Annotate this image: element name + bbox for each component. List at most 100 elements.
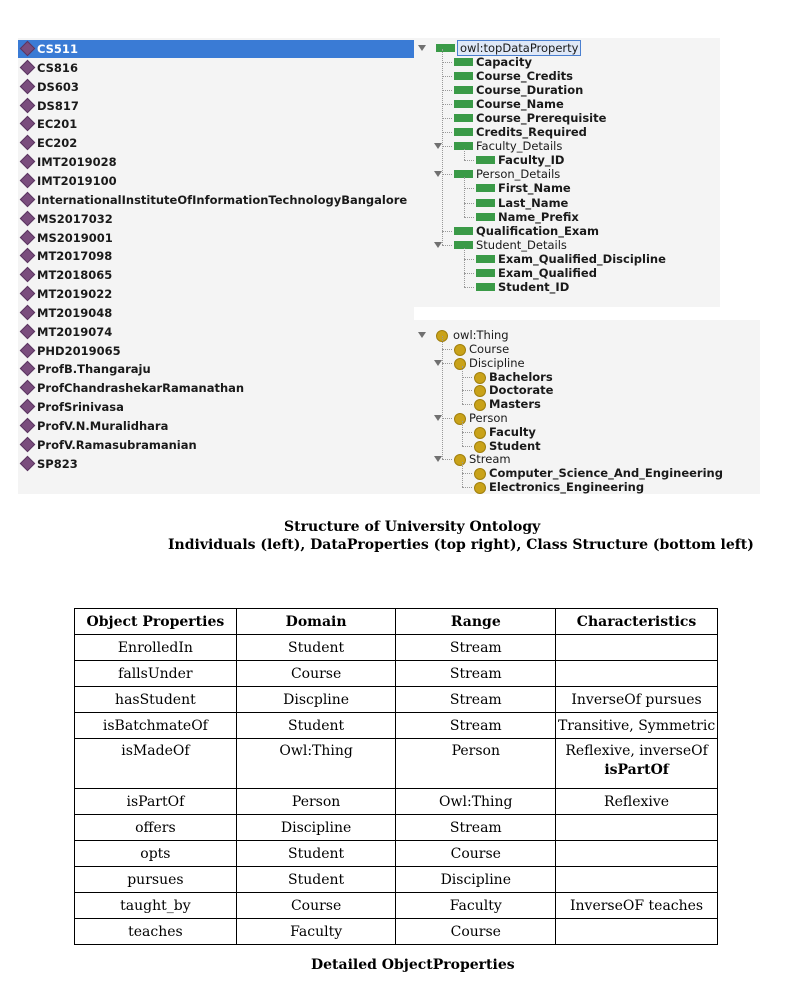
data-property-icon (454, 58, 473, 66)
cell-text: Faculty (449, 897, 502, 914)
expand-triangle-icon[interactable] (418, 45, 426, 51)
cell-text-bold: isPartOf (604, 762, 669, 778)
class-item[interactable]: Discipline (414, 356, 754, 370)
individual-item[interactable]: ProfV.Ramasubramanian (18, 436, 414, 454)
cell-text: Course (290, 665, 342, 682)
class-item[interactable]: Computer_Science_And_Engineering (414, 466, 754, 481)
data-property-icon (454, 142, 473, 151)
table-cell: Person (235, 788, 397, 815)
table-cell: EnrolledIn (74, 634, 237, 661)
individual-item[interactable]: ProfSrinivasa (18, 398, 414, 416)
table-cell: Stream (395, 660, 557, 687)
data-property-icon (454, 114, 473, 123)
class-icon (454, 357, 466, 370)
class-item[interactable]: Stream (414, 452, 754, 467)
cell-text: Course (290, 897, 342, 914)
data-property-label: Course_Prerequisite (476, 111, 607, 126)
data-property-item[interactable]: Student_Details (414, 238, 754, 252)
cell-text: Owl:Thing (439, 793, 513, 810)
data-property-item[interactable]: Faculty_ID (414, 153, 754, 167)
class-item[interactable]: Faculty (414, 425, 754, 439)
data-property-item[interactable]: Student_ID (414, 280, 754, 294)
class-item[interactable]: Course (414, 342, 754, 356)
expand-triangle-icon[interactable] (434, 415, 442, 421)
individual-item[interactable]: PHD2019065 (18, 342, 414, 360)
cell-text: Stream (449, 639, 502, 656)
table-cell: hasStudent (74, 686, 237, 713)
expand-triangle-icon[interactable] (434, 241, 442, 248)
data-property-label: Person_Details (476, 167, 561, 182)
individual-item[interactable]: ProfV.N.Muralidhara (18, 417, 414, 435)
expand-triangle-icon[interactable] (434, 456, 442, 463)
tree-connector (442, 90, 452, 92)
data-property-item[interactable]: Faculty_Details (414, 139, 754, 153)
data-property-icon (454, 226, 473, 235)
data-property-root[interactable]: owl:topDataProperty (418, 40, 718, 56)
table-cell: Student (235, 634, 397, 661)
class-icon (474, 440, 486, 453)
cell-text: Discipline (280, 819, 352, 836)
individual-diamond-icon (19, 248, 36, 264)
expand-triangle-icon[interactable] (434, 143, 442, 150)
table-cell: Discpline (235, 686, 397, 713)
individual-item[interactable]: MS2019001 (18, 229, 414, 247)
data-property-item[interactable]: Course_Prerequisite (414, 111, 754, 125)
individual-item[interactable]: DS603 (18, 78, 414, 96)
table-cell (555, 634, 718, 661)
tree-connector (464, 188, 474, 190)
expand-triangle-icon[interactable] (434, 359, 442, 366)
individual-diamond-icon (19, 361, 36, 377)
data-property-item[interactable]: Person_Details (414, 167, 754, 181)
class-item[interactable]: Student (414, 439, 754, 453)
individual-item[interactable]: EC202 (18, 134, 414, 152)
data-property-item[interactable]: Credits_Required (414, 125, 754, 139)
data-property-item[interactable]: Course_Name (414, 97, 754, 111)
class-item[interactable]: Bachelors (414, 370, 754, 384)
individual-item[interactable]: EC201 (18, 115, 414, 133)
class-item[interactable]: Masters (414, 397, 754, 412)
individual-item[interactable]: MT2019074 (18, 323, 414, 341)
individual-item[interactable]: SP823 (18, 455, 414, 473)
class-root[interactable]: owl:Thing (418, 328, 718, 342)
cell-text: Faculty (290, 923, 343, 940)
cell-text: Stream (449, 717, 502, 734)
table-cell: Transitive, Symmetric (555, 712, 718, 739)
tree-connector (442, 418, 452, 419)
class-item[interactable]: Person (414, 411, 754, 425)
individual-item[interactable]: ProfChandrashekarRamanathan (18, 379, 414, 397)
tree-connector (464, 272, 474, 274)
individual-item[interactable]: CS816 (18, 59, 414, 77)
table-cell: Stream (395, 712, 557, 739)
data-property-item[interactable]: Qualification_Exam (414, 224, 754, 238)
individual-item[interactable]: IMT2019028 (18, 153, 414, 171)
data-property-item[interactable]: Last_Name (414, 196, 754, 210)
class-item[interactable]: Doctorate (414, 383, 754, 398)
individual-item[interactable]: MT2017098 (18, 247, 414, 265)
data-property-item[interactable]: Capacity (414, 55, 754, 69)
individual-item[interactable]: MS2017032 (18, 210, 414, 228)
expand-triangle-icon[interactable] (434, 171, 442, 178)
data-property-item[interactable]: Exam_Qualified_Discipline (414, 252, 754, 266)
data-property-item[interactable]: Course_Duration (414, 83, 754, 97)
tree-connector (464, 258, 474, 260)
data-property-item[interactable]: Exam_Qualified (414, 266, 754, 280)
individual-item[interactable]: MT2018065 (18, 266, 414, 284)
individual-item[interactable]: InternationalInstituteOfInformationTechn… (18, 191, 414, 209)
individual-item[interactable]: IMT2019100 (18, 172, 414, 190)
cell-text: isBatchmateOf (102, 717, 208, 734)
individual-label: PHD2019065 (37, 343, 121, 358)
individual-item[interactable]: CS511 (18, 40, 414, 58)
individual-item[interactable]: MT2019048 (18, 304, 414, 322)
expand-triangle-icon[interactable] (418, 332, 426, 338)
data-property-item[interactable]: First_Name (414, 181, 754, 195)
individual-item[interactable]: MT2019022 (18, 285, 414, 303)
individual-item[interactable]: ProfB.Thangaraju (18, 360, 414, 378)
individual-label: ProfV.N.Muralidhara (37, 419, 169, 433)
individual-item[interactable]: DS817 (18, 97, 414, 115)
individual-diamond-icon (19, 210, 36, 226)
class-item[interactable]: Electronics_Engineering (414, 480, 754, 494)
table-cell: Faculty (395, 892, 557, 919)
data-property-item[interactable]: Course_Credits (414, 69, 754, 83)
data-property-item[interactable]: Name_Prefix (414, 210, 754, 224)
